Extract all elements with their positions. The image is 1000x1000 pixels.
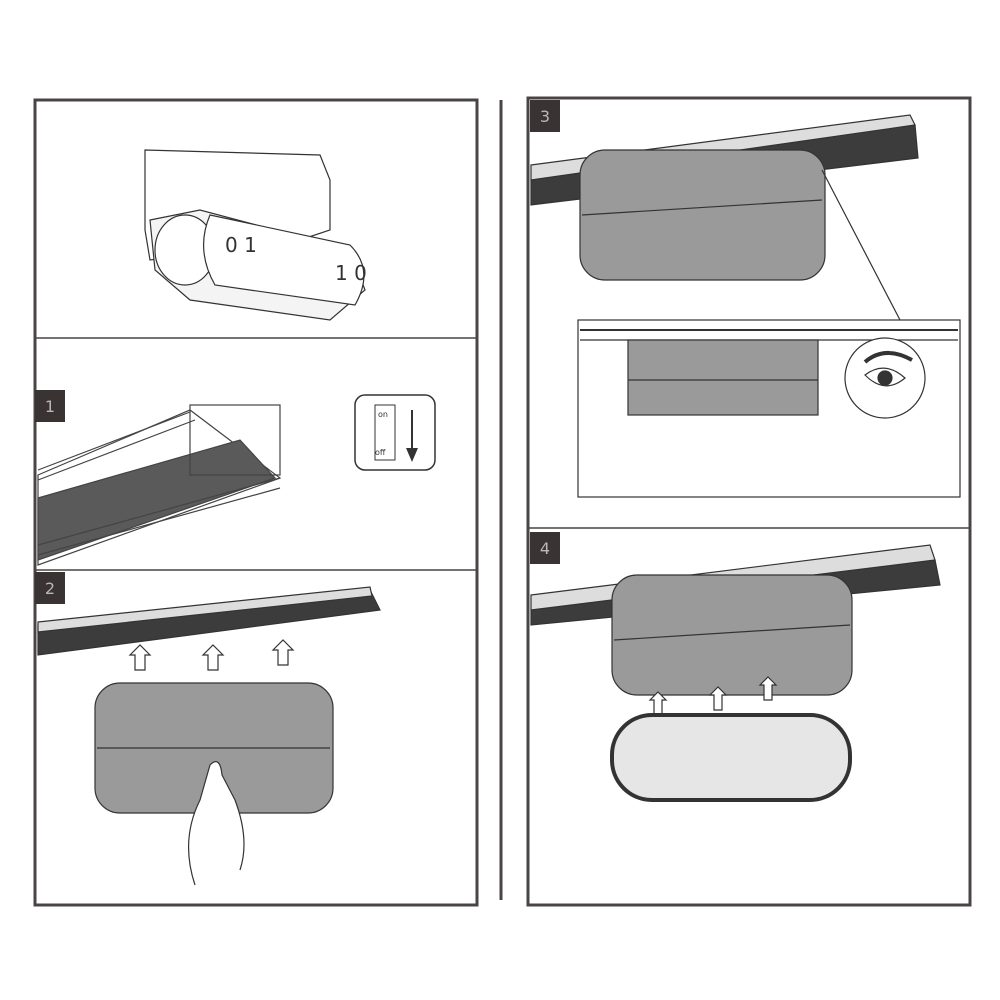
light-module [610, 713, 852, 802]
switch-off-label: off [375, 448, 386, 457]
hand-icon [188, 761, 245, 886]
right-panel-frame [526, 96, 972, 907]
track-profile-illustration [37, 404, 282, 566]
step-badge-2: 2 [35, 572, 65, 604]
svg-text:0 1: 0 1 [225, 233, 257, 257]
step4-illustration [530, 544, 941, 802]
step-badge-1: 1 [35, 390, 65, 422]
step2-illustration [37, 586, 381, 886]
power-switch-icon [354, 394, 436, 471]
step-badge-4: 4 [530, 532, 560, 564]
svg-text:1 0: 1 0 [335, 261, 367, 285]
step-badge-3: 3 [530, 100, 560, 132]
step3-illustration [530, 114, 961, 498]
adapter-module-illustration: 0 1 1 0 [144, 149, 367, 321]
left-panel-frame [33, 98, 479, 907]
switch-on-label: on [378, 410, 388, 419]
